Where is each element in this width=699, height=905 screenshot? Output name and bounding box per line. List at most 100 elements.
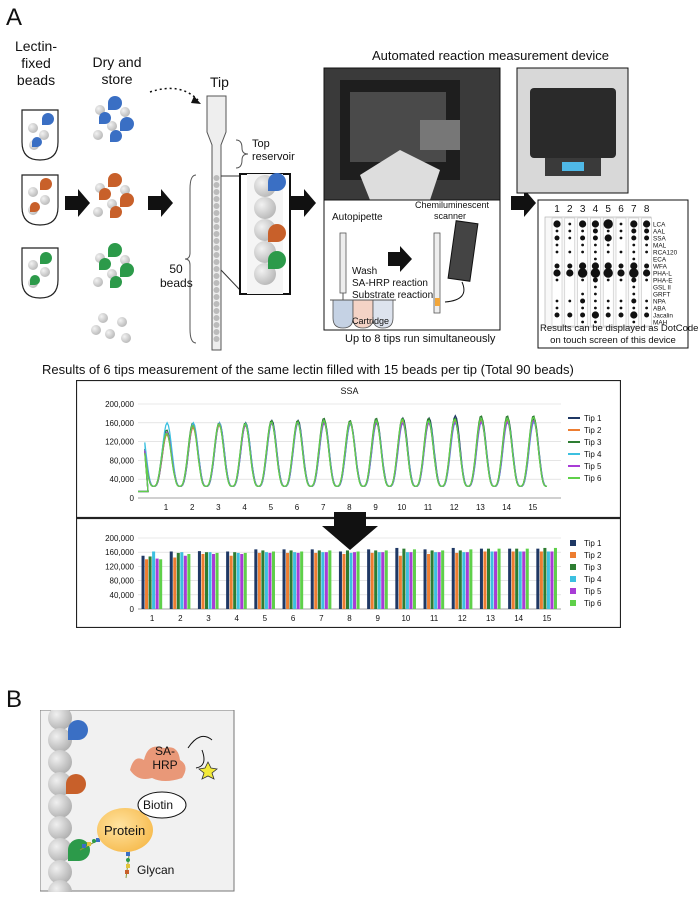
bar-legend-label: Tip 4 [584, 575, 602, 584]
results-title: Results of 6 tips measurement of the sam… [42, 362, 574, 377]
dotcode-dot [592, 235, 598, 241]
bar-y-tick: 0 [130, 605, 135, 614]
device-photo-2 [516, 67, 629, 194]
dotcode-dot [629, 268, 639, 278]
line-legend-label: Tip 4 [584, 450, 602, 459]
dotcode-dot [580, 312, 586, 318]
bar-x-tick: 1 [150, 614, 155, 623]
bar-y-tick: 120,000 [105, 562, 134, 571]
bar-11-tip-4 [434, 552, 438, 609]
dotcode-dot [645, 243, 648, 247]
dotcode-dot [567, 312, 573, 318]
line-y-tick: 200,000 [105, 400, 134, 409]
dotcode-dot [631, 235, 637, 241]
dotcode-dot [568, 222, 572, 226]
bar-1-tip-4 [152, 551, 156, 609]
dotcode-dot [630, 311, 638, 319]
dotcode-lectin-label: SSA [653, 236, 667, 243]
bar-x-tick: 13 [486, 614, 495, 623]
dotcode-dot [619, 222, 623, 226]
bar-x-tick: 3 [206, 614, 211, 623]
bar-15-tip-6 [553, 547, 557, 609]
dotcode-dot [604, 262, 612, 270]
bar-x-tick: 14 [514, 614, 523, 623]
bar-14-tip-2 [511, 551, 515, 609]
bar-6-tip-6 [300, 551, 304, 609]
dotcode-dot [619, 306, 623, 310]
bar-y-tick: 80,000 [110, 577, 135, 586]
bar-15-tip-4 [546, 551, 550, 609]
biotin-label: Biotin [143, 798, 174, 812]
dotcode-dot [618, 263, 624, 269]
dotcode-col-6: 6 [618, 204, 624, 215]
dotcode-dot [568, 250, 572, 254]
dotcode-dot [581, 250, 584, 254]
line-legend-label: Tip 6 [584, 474, 602, 483]
bar-6-tip-4 [293, 552, 297, 609]
dotcode-dot [580, 298, 586, 304]
bar-13-tip-5 [494, 551, 498, 609]
dotcode-dot [554, 312, 560, 318]
dotcode-dot [605, 312, 611, 318]
beads-count-label: 50 beads [160, 262, 193, 290]
dotcode-lectin-label: GRFT [653, 292, 670, 299]
dot-grid [551, 217, 652, 327]
dotcode-dot [592, 277, 598, 283]
line-x-tick: 1 [164, 503, 169, 512]
dotcode-dot [630, 262, 638, 270]
bar-x-tick: 12 [458, 614, 467, 623]
dotcode-dot [606, 250, 610, 254]
line-y-tick: 40,000 [110, 475, 135, 484]
bar-x-tick: 2 [178, 614, 183, 623]
dotcode-dot [591, 311, 600, 319]
line-series-6 [138, 416, 547, 493]
dotcode-dot [606, 243, 610, 247]
bar-1-tip-1 [141, 555, 145, 609]
bar-12-tip-5 [465, 552, 469, 609]
dotcode-dot [591, 262, 600, 270]
bar-7-tip-5 [324, 552, 328, 609]
bar-10-tip-1 [395, 547, 399, 609]
dotcode-dot [594, 320, 597, 324]
line-legend-label: Tip 3 [584, 438, 602, 447]
dotcode-lectin-label: AAL [653, 229, 666, 236]
bar-14-tip-5 [522, 551, 526, 609]
tip-zoom [239, 173, 291, 295]
bar-x-tick: 10 [401, 614, 410, 623]
bar-8-tip-3 [345, 550, 349, 609]
dotcode-dot [618, 312, 624, 318]
bar-15-tip-5 [550, 551, 554, 609]
bar-legend-swatch [570, 552, 576, 558]
bar-14-tip-3 [515, 548, 519, 609]
dotcode-dot [579, 262, 587, 270]
dotcode-dot [594, 257, 597, 261]
dried-blue [93, 96, 134, 142]
bar-12-tip-2 [455, 552, 459, 609]
dotcode-dot [645, 250, 648, 254]
bar-legend-label: Tip 5 [584, 587, 602, 596]
dotcode-dot [645, 299, 648, 303]
dotcode-dot [632, 243, 636, 247]
bar-legend-swatch [570, 540, 576, 546]
dotcode-dot [606, 278, 610, 282]
bar-2-tip-1 [169, 551, 173, 609]
line-x-tick: 15 [528, 503, 537, 512]
dotcode-lectin-label: MAL [653, 243, 667, 250]
line-legend-label: Tip 5 [584, 462, 602, 471]
sa-hrp-label: SA- HRP [152, 744, 178, 772]
process-box [323, 199, 501, 331]
bar-9-tip-5 [381, 552, 385, 609]
line-x-tick: 8 [347, 503, 352, 512]
dotcode-dot [579, 220, 587, 228]
bar-9-tip-6 [384, 550, 388, 609]
bar-3-tip-4 [208, 552, 212, 609]
line-x-tick: 13 [476, 503, 485, 512]
bar-1-tip-5 [155, 558, 159, 609]
dotcode-dot [617, 269, 625, 277]
dotcode-col-8: 8 [644, 204, 650, 215]
dotcode-lectin-label: Jacalin [653, 313, 673, 320]
bar-10-tip-2 [398, 555, 402, 609]
mechanism-diagram [40, 710, 235, 892]
